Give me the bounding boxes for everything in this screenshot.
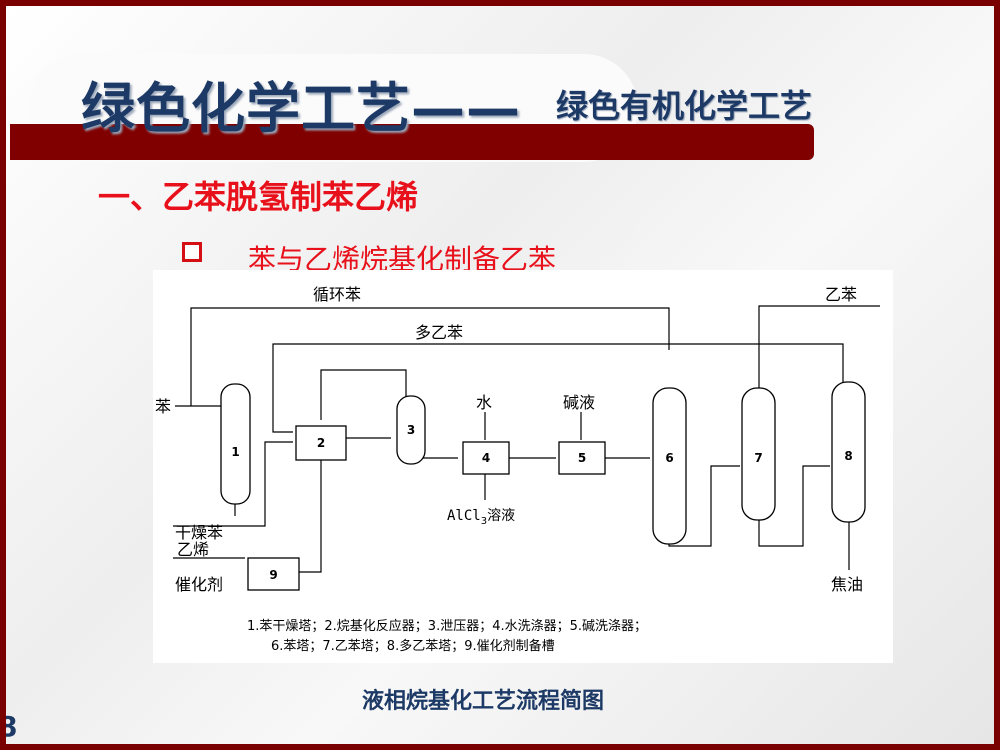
label-tar: 焦油	[831, 575, 863, 594]
dry-benzene-line	[173, 441, 293, 527]
label-ethylene: 乙烯	[177, 540, 209, 559]
legend-line-1: 1.苯干燥塔；2.烷基化反应器；3.泄压器；4.水洗涤器；5.碱洗涤器；	[247, 618, 647, 634]
process-flow-diagram: 1 2 3 4 5 6 7 8 9 循环苯 多乙苯 乙苯 苯 水 碱液 干燥苯 …	[153, 270, 893, 663]
slide-title: 绿色化学工艺——	[81, 77, 521, 140]
unit-number: 8	[844, 449, 852, 463]
unit-2-reactor	[295, 425, 347, 461]
flash-vapor-line	[320, 369, 407, 420]
flow-diagram-svg: 1 2 3 4 5 6 7 8 9 循环苯 多乙苯 乙苯 苯 水 碱液 干燥苯 …	[155, 285, 880, 654]
label-water: 水	[476, 393, 492, 412]
label-ethylbenzene: 乙苯	[825, 285, 857, 304]
unit-4-water-washer	[462, 441, 510, 475]
recycle-benzene-line	[190, 307, 670, 406]
label-dry-benzene: 干燥苯	[175, 523, 223, 542]
title-band	[10, 124, 814, 160]
label-benzene: 苯	[155, 397, 171, 416]
unit-number: 3	[407, 423, 415, 437]
unit-9-catalyst-tank	[247, 557, 300, 591]
slide: 绿色化学工艺—— 绿色有机化学工艺 一、乙苯脱氢制苯乙烯 苯与乙烯烷基化制备乙苯	[6, 6, 994, 744]
unit-6-benzene-column	[652, 387, 687, 545]
section-heading: 一、乙苯脱氢制苯乙烯	[98, 178, 419, 216]
catalyst-feed-line	[299, 455, 322, 573]
ethylbenzene-product-line	[758, 305, 880, 388]
unit-number: 2	[317, 436, 325, 450]
unit-1-dryer-column	[220, 383, 251, 505]
label-catalyst: 催化剂	[175, 575, 223, 594]
unit-number: 1	[231, 445, 239, 459]
unit-5-alkali-washer	[558, 441, 606, 475]
unit-number: 4	[482, 451, 490, 465]
label-polyethylbenzene: 多乙苯	[415, 323, 463, 342]
unit-number: 5	[578, 451, 586, 465]
unit-8-polyethylbenzene-column	[831, 381, 866, 523]
label-alcl3-solution: AlCl3溶液	[447, 508, 515, 527]
label-alkali: 碱液	[563, 393, 595, 412]
unit-number: 9	[269, 568, 277, 582]
unit-7-ethylbenzene-column	[741, 387, 776, 521]
unit-3-flash-drum	[396, 395, 426, 465]
polyethylbenzene-line	[272, 343, 844, 433]
unit-number: 7	[754, 451, 762, 465]
unit-number: 6	[665, 451, 673, 465]
label-recycle-benzene: 循环苯	[313, 285, 361, 304]
diagram-caption: 液相烷基化工艺流程简图	[362, 689, 605, 714]
page-number: 8	[6, 710, 18, 743]
slide-subtitle: 绿色有机化学工艺	[556, 87, 813, 125]
column7-to-column8-line	[758, 465, 830, 547]
legend-line-2: 6.苯塔；7.乙苯塔；8.多乙苯塔；9.催化剂制备槽	[271, 638, 555, 654]
square-bullet-icon	[182, 242, 202, 262]
